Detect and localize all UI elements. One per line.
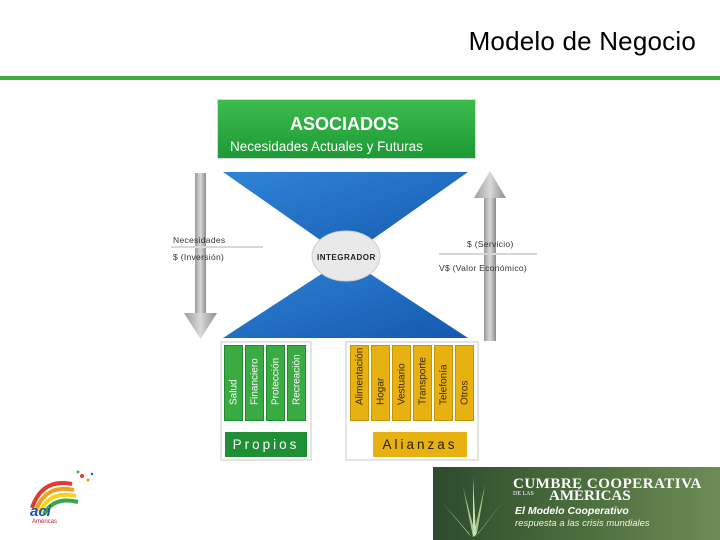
- alianzas-item-label: Vestuario: [396, 363, 407, 405]
- left-label-divider: [171, 246, 263, 248]
- right-label-divider: [439, 253, 537, 255]
- banner-line-3: El Modelo Cooperativo: [515, 505, 629, 517]
- asociados-heading: ASOCIADOS: [290, 114, 400, 134]
- banner-line-4: respuesta a las crisis mundiales: [515, 518, 650, 529]
- asociados-subheading: Necesidades Actuales y Futuras: [230, 139, 423, 154]
- title-divider: [0, 76, 720, 80]
- alianzas-item: Hogar: [371, 345, 390, 421]
- right-label-top: $ (Servicio): [467, 239, 514, 249]
- alianzas-label: Alianzas: [373, 432, 467, 457]
- alianzas-item-label: Alimentación: [354, 347, 365, 405]
- agave-logo-icon: [441, 477, 505, 537]
- propios-item-label: Recreación: [291, 354, 302, 405]
- propios-item-label: Financiero: [249, 358, 260, 405]
- hourglass-bottom-shape: [223, 258, 468, 338]
- alianzas-item-label: Otros: [459, 380, 470, 405]
- propios-label: Propios: [225, 432, 307, 457]
- propios-item-label: Protección: [270, 357, 281, 405]
- aci-logo-subtext: Américas: [32, 519, 58, 525]
- cumbre-banner: CUMBRE COOPERATIVA DE LAS AMÉRICAS El Mo…: [433, 467, 720, 540]
- alianzas-item: Telefonía: [434, 345, 453, 421]
- propios-item-label: Salud: [228, 379, 239, 405]
- up-arrow-icon: [474, 171, 506, 341]
- propios-item: Recreación: [287, 345, 306, 421]
- slide-title: Modelo de Negocio: [468, 26, 696, 56]
- alianzas-item-label: Telefonía: [438, 364, 449, 405]
- business-model-diagram: ASOCIADOS Necesidades Actuales y Futuras…: [165, 95, 557, 473]
- left-label-bottom: $ (Inversión): [173, 252, 225, 262]
- aci-logo-text: aci: [30, 503, 51, 520]
- left-label-top: Necesidades: [173, 235, 226, 245]
- hourglass-top-shape: [223, 172, 468, 258]
- propios-item: Salud: [224, 345, 243, 421]
- banner-line-2: AMÉRICAS: [549, 488, 631, 504]
- alianzas-item: Vestuario: [392, 345, 411, 421]
- alianzas-item: Alimentación: [350, 345, 369, 421]
- asociados-box: ASOCIADOS Necesidades Actuales y Futuras: [217, 99, 476, 159]
- banner-line-1: CUMBRE COOPERATIVA: [513, 476, 702, 492]
- down-arrow-icon: [184, 173, 217, 339]
- right-label-bottom: V$ (Valor Económico): [439, 263, 528, 273]
- banner-line-2-small: DE LAS: [513, 491, 534, 497]
- alianzas-item-label: Hogar: [375, 377, 386, 405]
- propios-item: Financiero: [245, 345, 264, 421]
- aci-logo-icon: [30, 470, 94, 516]
- integrador-circle: [311, 230, 381, 282]
- propios-item: Protección: [266, 345, 285, 421]
- alianzas-item-label: Transporte: [417, 357, 428, 405]
- alianzas-item: Transporte: [413, 345, 432, 421]
- integrador-label: INTEGRADOR: [317, 253, 376, 262]
- alianzas-item: Otros: [455, 345, 474, 421]
